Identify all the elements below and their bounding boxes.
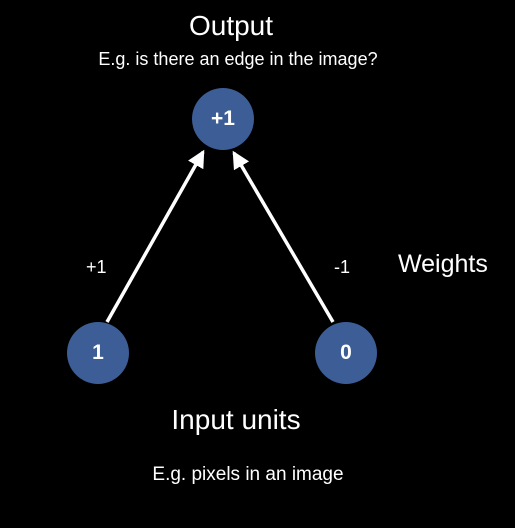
edge-right-arrow xyxy=(232,150,335,323)
output-node: +1 xyxy=(192,88,254,150)
input-node-2: 0 xyxy=(315,322,377,384)
output-title: Output xyxy=(188,10,274,41)
input-node-2-value: 0 xyxy=(340,341,352,364)
weight-right-label: -1 xyxy=(334,257,351,277)
input-title: Input units xyxy=(171,404,301,435)
weights-label: Weights xyxy=(398,250,488,278)
output-description: E.g. is there an edge in the image? xyxy=(98,49,378,69)
output-node-value: +1 xyxy=(211,107,235,130)
edge-left-arrow xyxy=(105,149,205,323)
input-node-1-value: 1 xyxy=(92,341,104,364)
weight-left-label: +1 xyxy=(86,257,107,277)
input-node-1: 1 xyxy=(67,322,129,384)
input-description: E.g. pixels in an image xyxy=(152,464,344,485)
